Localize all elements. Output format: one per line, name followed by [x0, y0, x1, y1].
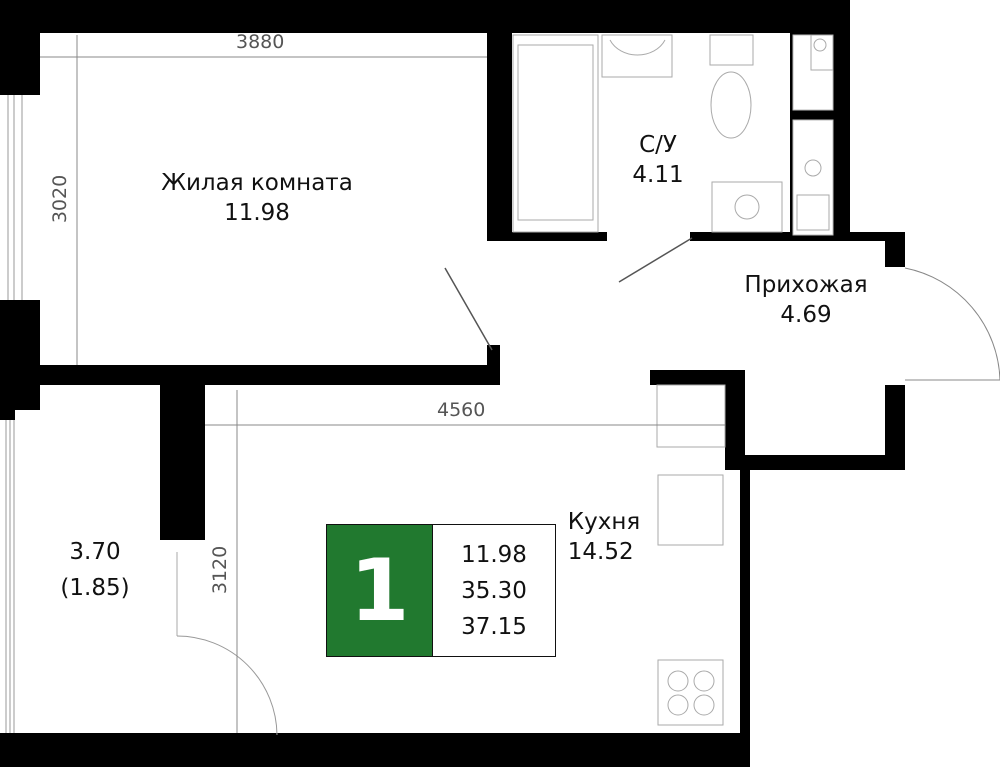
dimension-kitchen-width: 4560	[437, 399, 486, 421]
sink-icon	[601, 34, 673, 78]
room-area: 14.52	[567, 539, 634, 565]
washer-icon	[711, 181, 783, 233]
room-area: 4.69	[780, 302, 832, 328]
doors	[176, 237, 1000, 736]
area-summary: 11.98 35.30 37.15	[433, 525, 555, 656]
bathtub-icon	[512, 34, 599, 233]
total-area: 35.30	[461, 577, 527, 604]
fixtures	[512, 34, 834, 726]
room-living: Жилая комната 11.98	[161, 168, 353, 228]
room-area: 4.11	[632, 162, 684, 188]
dimension-living-depth: 3020	[49, 174, 72, 224]
dimension-living-width: 3880	[236, 31, 285, 53]
dimension-kitchen-depth: 3120	[209, 545, 232, 595]
shaft	[792, 34, 834, 236]
living-area: 11.98	[461, 541, 527, 568]
room-name: Кухня	[567, 509, 641, 535]
room-balcony: 3.70 (1.85)	[60, 534, 129, 606]
kitchen-sink-icon	[657, 474, 724, 546]
room-name: Жилая комната	[161, 170, 353, 196]
dimension-lines	[40, 35, 725, 733]
windows	[5, 95, 23, 733]
room-hallway: Прихожая 4.69	[744, 270, 867, 330]
total-area-with-balcony: 37.15	[461, 613, 527, 640]
stove-icon	[657, 659, 724, 726]
apartment-summary: 1 11.98 35.30 37.15	[326, 524, 556, 657]
room-name: С/У	[639, 132, 677, 158]
room-bathroom: С/У 4.11	[632, 130, 683, 190]
room-reduced-area: (1.85)	[60, 575, 130, 601]
rooms-count-badge: 1	[327, 525, 433, 656]
fridge-icon	[656, 384, 726, 448]
room-area: 3.70	[69, 539, 121, 565]
room-kitchen: Кухня 14.52	[568, 507, 640, 567]
walls	[0, 0, 905, 767]
room-area: 11.98	[224, 200, 290, 226]
toilet-icon	[709, 34, 754, 66]
room-name: Прихожая	[744, 272, 868, 298]
